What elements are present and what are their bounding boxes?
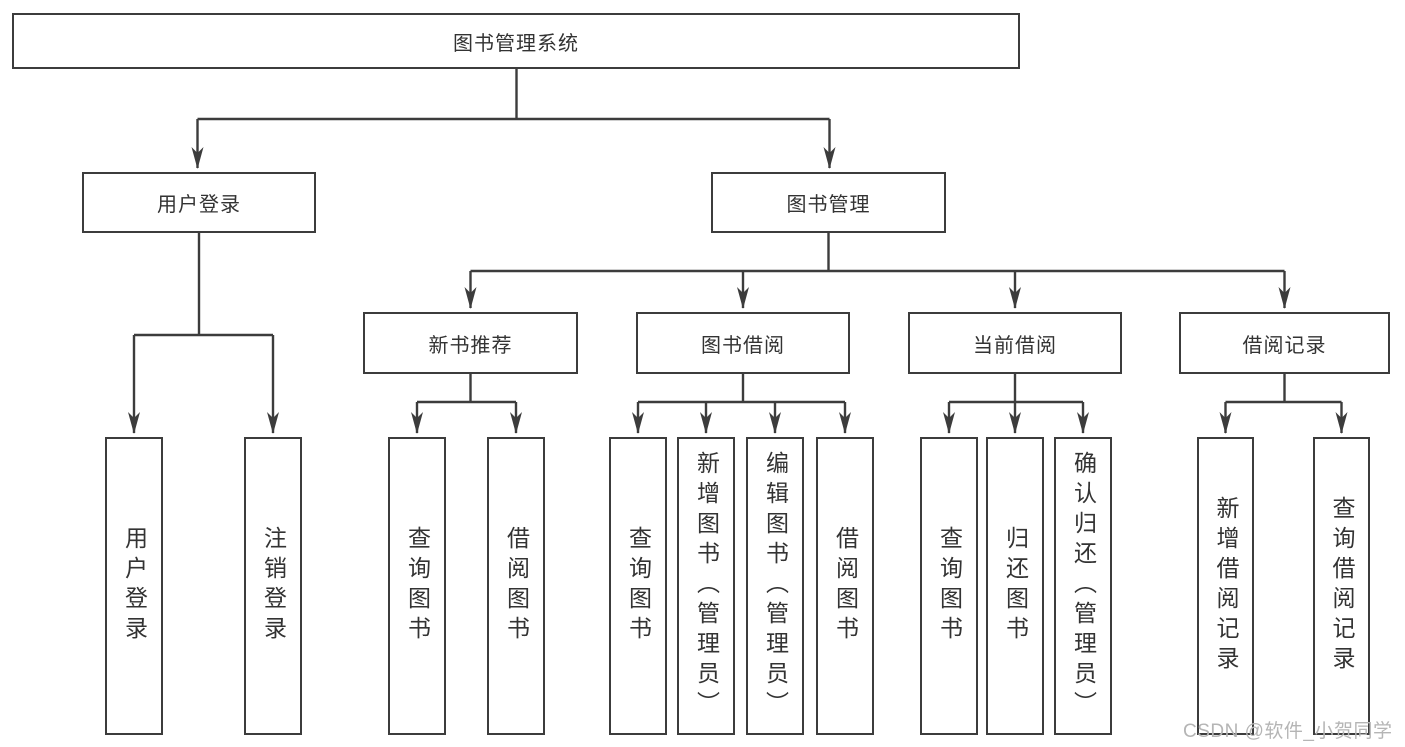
node-br-query-record: 查询借阅记录: [1313, 437, 1370, 735]
node-login-label: 用户登录: [121, 526, 148, 646]
node-br-add-record-label: 新增借阅记录: [1213, 496, 1239, 676]
node-cb-query-books: 查询图书: [920, 437, 978, 735]
node-book-management-label: 图书管理: [786, 194, 871, 216]
node-rec-query-books-label: 查询图书: [404, 526, 431, 646]
node-br-query-record-label: 查询借阅记录: [1329, 496, 1355, 676]
node-borrow-records-label: 借阅记录: [1242, 334, 1327, 357]
node-book-borrow: 图书借阅: [636, 312, 850, 374]
node-book-borrow-label: 图书借阅: [701, 334, 785, 357]
node-br-add-record: 新增借阅记录: [1197, 437, 1254, 735]
node-cb-return-books-label: 归还图书: [1002, 526, 1029, 646]
node-bb-borrow-books-label: 借阅图书: [832, 526, 859, 646]
node-logout-label: 注销登录: [260, 526, 287, 646]
node-rec-borrow-books: 借阅图书: [487, 437, 545, 735]
node-rec-borrow-books-label: 借阅图书: [503, 526, 530, 646]
node-bb-edit-books-label: 编辑图书（管理员）: [762, 451, 789, 721]
node-cb-query-books-label: 查询图书: [936, 526, 963, 646]
node-bb-query-books-label: 查询图书: [625, 526, 652, 646]
node-bb-borrow-books: 借阅图书: [816, 437, 874, 735]
node-rec-query-books: 查询图书: [388, 437, 446, 735]
node-new-book-recommend-label: 新书推荐: [428, 334, 513, 357]
node-current-borrow: 当前借阅: [908, 312, 1122, 374]
node-new-book-recommend: 新书推荐: [363, 312, 578, 374]
node-cb-return-books: 归还图书: [986, 437, 1044, 735]
node-root: 图书管理系统: [12, 13, 1020, 69]
node-bb-query-books: 查询图书: [609, 437, 667, 735]
node-borrow-records: 借阅记录: [1179, 312, 1390, 374]
node-bb-add-books: 新增图书（管理员）: [677, 437, 735, 735]
node-cb-confirm-return: 确认归还（管理员）: [1054, 437, 1112, 735]
node-bb-add-books-label: 新增图书（管理员）: [693, 451, 720, 721]
watermark-text: CSDN @软件_小贺同学: [1183, 721, 1393, 742]
node-logout: 注销登录: [244, 437, 302, 735]
node-user-login-branch-label: 用户登录: [157, 194, 241, 216]
node-current-borrow-label: 当前借阅: [973, 334, 1057, 357]
node-user-login-branch: 用户登录: [82, 172, 316, 233]
node-cb-confirm-return-label: 确认归还（管理员）: [1070, 451, 1097, 721]
node-book-management: 图书管理: [711, 172, 946, 233]
node-root-label: 图书管理系统: [453, 32, 579, 55]
node-bb-edit-books: 编辑图书（管理员）: [746, 437, 804, 735]
node-login: 用户登录: [105, 437, 163, 735]
